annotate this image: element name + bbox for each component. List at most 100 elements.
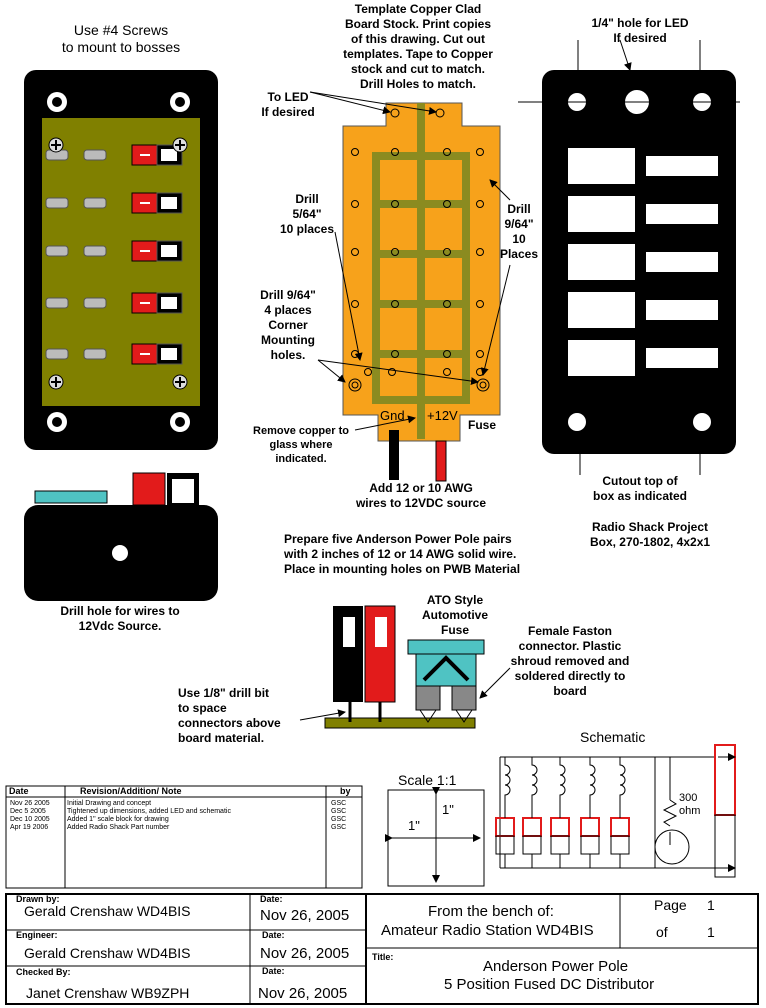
power-pole-detail xyxy=(299,605,511,729)
cutout-square xyxy=(568,340,635,376)
engineer-date-label: Date: xyxy=(262,930,285,940)
pad-left xyxy=(45,297,69,309)
schematic xyxy=(495,744,736,878)
page-total: 1 xyxy=(707,924,715,940)
drawn-by-label: Drawn by: xyxy=(16,894,60,904)
pad-mid xyxy=(83,245,107,257)
drill-hole xyxy=(391,248,399,256)
revision-header-by: by xyxy=(340,786,351,796)
revision-by: GSC xyxy=(331,824,347,831)
pole-slot xyxy=(161,149,177,161)
pole-symbol-red xyxy=(550,817,570,837)
page-label: Page xyxy=(654,897,687,913)
drill-hole xyxy=(351,300,359,308)
box-cutout-view xyxy=(518,39,740,475)
revision-date: Dec 10 2005 xyxy=(10,816,50,823)
drill-hole xyxy=(351,148,359,156)
checked-date-label: Date: xyxy=(262,966,285,976)
trace-rung xyxy=(372,200,470,208)
page-number: 1 xyxy=(707,897,715,913)
led-hole xyxy=(390,108,400,118)
pad-mid xyxy=(83,297,107,309)
revision-note: Added Radio Shack Part number xyxy=(67,824,170,831)
checked-by-label: Checked By: xyxy=(16,967,71,977)
drawn-by-value: Gerald Crenshaw WD4BIS xyxy=(24,903,191,919)
drill-hole xyxy=(443,300,451,308)
title-label: Title: xyxy=(372,952,394,962)
pad-mid xyxy=(83,149,107,161)
fuse-symbol xyxy=(589,757,596,805)
drill-hole xyxy=(443,368,451,376)
bench-line-2: Amateur Radio Station WD4BIS xyxy=(381,922,594,939)
engineer-date-value: Nov 26, 2005 xyxy=(260,945,350,962)
engineer-value: Gerald Crenshaw WD4BIS xyxy=(24,945,191,961)
drill-hole xyxy=(391,200,399,208)
cutout-square xyxy=(568,292,635,328)
drill-hole xyxy=(476,300,484,308)
fuse-symbol xyxy=(531,757,538,805)
revision-header-date: Date xyxy=(9,786,29,796)
drill-hole xyxy=(351,248,359,256)
pad-left xyxy=(45,197,69,209)
drill-hole xyxy=(391,148,399,156)
fuse-symbol xyxy=(619,757,626,805)
title-line-2: 5 Position Fused DC Distributor xyxy=(444,976,655,993)
pad-left xyxy=(45,245,69,257)
revision-by: GSC xyxy=(331,808,347,815)
revision-note: Tightened up dimensions, added LED and s… xyxy=(67,808,231,815)
label-scale: Scale 1:1 xyxy=(398,772,457,788)
pole-symbol-black xyxy=(522,835,542,855)
revision-header-note: Revision/Addition/ Note xyxy=(80,786,182,796)
drill-hole xyxy=(388,368,396,376)
enclosure-side-view xyxy=(24,472,218,601)
drill-hole xyxy=(443,350,451,358)
screw-slot xyxy=(51,140,61,150)
pad-mid xyxy=(83,197,107,209)
cutout-slot xyxy=(646,156,718,176)
label-plus12: +12V xyxy=(427,408,458,423)
screw-slot xyxy=(175,140,185,150)
drill-hole xyxy=(476,248,484,256)
cutout-square xyxy=(568,196,635,232)
label-schematic: Schematic xyxy=(580,729,646,745)
pole-slot xyxy=(161,245,177,257)
revision-date: Apr 19 2006 xyxy=(10,824,49,831)
label-gnd: Gnd xyxy=(380,408,405,423)
trace-rung xyxy=(372,300,470,308)
drill-hole xyxy=(476,350,484,358)
drill-hole xyxy=(443,148,451,156)
revision-date: Dec 5 2005 xyxy=(10,808,46,815)
pad-left xyxy=(45,348,69,360)
title-line-1: Anderson Power Pole xyxy=(483,958,629,975)
drill-hole xyxy=(476,200,484,208)
revision-date: Nov 26 2005 xyxy=(10,800,50,807)
pad-mid xyxy=(83,348,107,360)
drawn-date-value: Nov 26, 2005 xyxy=(260,907,350,924)
drill-hole xyxy=(476,148,484,156)
bench-line-1: From the bench of: xyxy=(428,903,554,920)
pole-symbol-red xyxy=(610,817,630,837)
checked-date-value: Nov 26, 2005 xyxy=(258,985,348,1002)
fuse-symbol xyxy=(504,757,511,805)
tables xyxy=(5,785,759,1005)
copper-template xyxy=(309,91,511,482)
trace-rung xyxy=(372,350,470,358)
drill-hole xyxy=(443,248,451,256)
cutout-slot xyxy=(646,300,718,320)
pole-symbol-red xyxy=(580,817,600,837)
cutout-square xyxy=(568,148,635,184)
